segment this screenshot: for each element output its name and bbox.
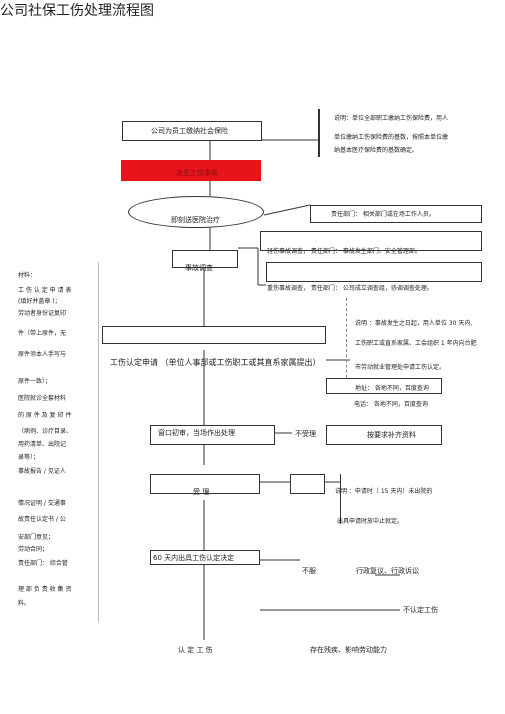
- not-recognized-label: 不认定工伤: [403, 606, 438, 614]
- time-note: 说明 ：申请时（ 15 天内）未出院的 出具申请时放中止就定。: [335, 474, 481, 525]
- supplement-label: 按要求补齐资料: [367, 431, 416, 439]
- materials-line: 责任部门： 综合管: [18, 560, 68, 567]
- application-note-line3: 市劳动就业管理处申请工伤认定。: [355, 364, 446, 371]
- materials-sidebar: 材料： 工 伤 认 定 申 请 表 (填好并盖章 )； 劳动者身份证复印 件（带…: [0, 262, 99, 622]
- insurance-note-line1: 说明：单位全部职工缴纳工伤保险费，用人: [334, 115, 449, 122]
- window-acceptance-box: 窗口初审，当场作出处理: [150, 425, 275, 445]
- not-accepted-label: 不受理: [295, 430, 316, 438]
- insurance-note: 说明：单位全部职工缴纳工伤保险费，用人 单位缴纳工伤保险费的基数，按照本单位缴 …: [318, 109, 478, 157]
- materials-line: 件（带上原件，无: [18, 330, 67, 337]
- ability-label: 存在残疾、影响劳动能力: [310, 646, 387, 654]
- address-text: 地址： 各地不同，百度查询: [355, 385, 429, 392]
- address-box: 地址： 各地不同，百度查询: [326, 378, 442, 394]
- investigation-box: 事故调查: [172, 250, 238, 272]
- materials-line: 故责任认定书 / 公: [18, 516, 66, 523]
- materials-line: 事故报告 / 见证人: [18, 468, 66, 475]
- accident-box: 发生工伤事故: [121, 160, 261, 181]
- accept-label: 受 理: [193, 488, 210, 496]
- accident-box-label: 发生工伤事故: [176, 169, 218, 177]
- hospital-ellipse: 即刻送医院治疗: [128, 196, 264, 228]
- materials-line: 劳动者身份证复印: [18, 310, 67, 317]
- materials-line: 理 部 负 责 收 集 资: [18, 586, 72, 593]
- supplement-box: 按要求补齐资料: [326, 425, 442, 445]
- refuse-label: 不服: [302, 567, 316, 575]
- serious-note: 重伤事故调查， 责任部门： 公司成立调查组，协调调查处理。: [266, 262, 482, 292]
- materials-line: 工 伤 认 定 申 请 表: [18, 287, 72, 294]
- materials-line: 料。: [18, 600, 31, 607]
- decision-label: 60 天内出具工伤认定决定: [153, 554, 235, 562]
- insurance-box-label: 公司为员工缴纳社会保险: [151, 127, 228, 135]
- time-note-line1: 说明 ：申请时（ 15 天内）未出院的: [335, 488, 433, 495]
- accept-side-box: [290, 474, 325, 494]
- materials-line: 原件须本人手写与: [18, 351, 67, 358]
- review-label: 行政复议、行政诉讼: [356, 567, 419, 575]
- materials-line: 安部门意见；: [18, 534, 55, 541]
- window-acceptance-label: 窗口初审，当场作出处理: [158, 429, 235, 437]
- recognized-label: 认 定 工 伤: [178, 646, 213, 654]
- materials-line: 的 原 件 及 复 印 件: [18, 412, 72, 419]
- time-note-line2: 出具申请时放中止就定。: [337, 518, 404, 525]
- materials-line: 医院就诊全套材料: [18, 395, 67, 402]
- materials-line: （病例、诊疗目录、: [18, 428, 73, 435]
- materials-line: 劳动合同；: [18, 546, 49, 553]
- serious-note-text: 重伤事故调查， 责任部门： 公司成立调查组，协调调查处理。: [267, 285, 433, 292]
- application-note-line1: 说明 ：事故发生之日起，用人单位 30 天内,: [355, 320, 473, 327]
- application-box: [102, 326, 326, 344]
- application-note: 说明 ：事故发生之日起，用人单位 30 天内, 工伤职工或直系家属、工会组织 1…: [346, 298, 497, 388]
- decision-box: 60 天内出具工伤认定决定: [150, 550, 260, 565]
- insurance-box: 公司为员工缴纳社会保险: [122, 121, 262, 141]
- minor-note: 轻伤事故调查， 责任部门： 事故发生部门、安全管理部。: [260, 231, 482, 255]
- phone-text: 电话： 各地不同，百度查询: [354, 401, 428, 408]
- application-label: 工伤认定申请 （单位人事部或工伤职工或其直系家属提出）: [110, 358, 321, 367]
- insurance-note-line2: 单位缴纳工伤保险费的基数，按照本单位缴: [334, 134, 449, 141]
- materials-line: (填好并盖章 )；: [18, 298, 61, 305]
- materials-line: 原件一致）；: [18, 378, 52, 385]
- application-note-line2: 工伤职工或直系家属、工会组织 1 年内向台肥: [355, 340, 477, 347]
- responsible-note-text: 责任部门： 相关部门或在场工作人员。: [331, 211, 435, 218]
- insurance-note-line3: 纳基本医疗保险费的基数确定。: [334, 147, 419, 154]
- materials-line: 用药清单、出院记: [18, 441, 67, 448]
- responsible-note: 责任部门： 相关部门或在场工作人员。: [310, 205, 482, 223]
- materials-line: 情况证明 / 交通事: [18, 500, 66, 507]
- materials-line: 录等）；: [18, 454, 40, 461]
- materials-line: 材料：: [18, 272, 37, 279]
- page-title: 公司社保工伤处理流程图: [0, 3, 154, 19]
- hospital-label: 即刻送医院治疗: [171, 216, 220, 224]
- accept-box: 受 理: [150, 474, 260, 496]
- investigation-label: 事故调查: [185, 264, 213, 272]
- minor-note-text: 轻伤事故调查， 责任部门： 事故发生部门、安全管理部。: [267, 248, 421, 255]
